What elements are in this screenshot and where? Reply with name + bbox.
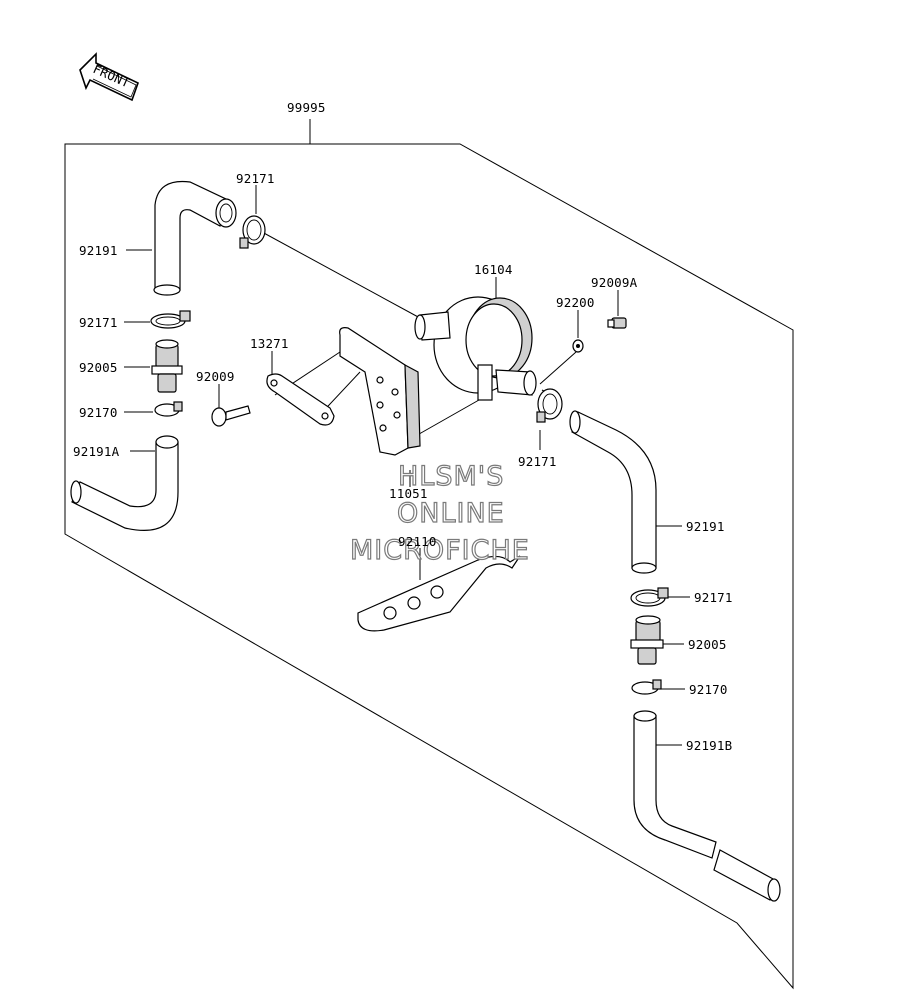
fitting-left <box>151 339 183 393</box>
watermark: HLSM'S ONLINE MICROFICHE <box>349 460 530 566</box>
callout-washer: 92200 <box>556 295 595 310</box>
callout-bracket-lower: 92110 <box>398 534 437 549</box>
callout-clamp-right-small: 92170 <box>689 682 728 697</box>
callout-fitting-left: 92005 <box>79 360 118 375</box>
screw-small <box>607 317 627 329</box>
callout-screw-small: 92009A <box>591 275 638 290</box>
watermark-line-2: ONLINE <box>397 498 505 529</box>
fitting-right <box>630 615 664 665</box>
callout-clamp-right-upper: 92171 <box>518 454 557 469</box>
callout-fitting-right: 92005 <box>688 637 727 652</box>
hose-right-upper <box>569 410 657 574</box>
callout-hose-right-upper: 92191 <box>686 519 725 534</box>
clamp-right-upper <box>536 388 563 423</box>
hose-right-lower <box>633 710 781 902</box>
watermark-line-3: MICROFICHE <box>350 535 530 566</box>
hose-left-lower <box>70 435 179 531</box>
callout-bolt: 92009 <box>196 369 235 384</box>
front-arrow-icon: FRONT <box>79 52 139 102</box>
callout-clamp-left-1: 92171 <box>79 315 118 330</box>
callout-clamp-top: 92171 <box>236 171 275 186</box>
bolt <box>211 405 251 427</box>
callout-hose-right-lower: 92191B <box>686 738 732 753</box>
bracket-lower <box>357 555 521 632</box>
callout-clamp-right-lower: 92171 <box>694 590 733 605</box>
clamp-left <box>150 310 191 329</box>
watermark-line-1: HLSM'S <box>398 461 504 492</box>
clamp-top <box>239 215 266 249</box>
hose-top-left <box>153 180 237 296</box>
clamp-right-small <box>631 679 662 695</box>
bracket-main <box>339 327 421 456</box>
callout-valve: 16104 <box>474 262 513 277</box>
plate <box>266 373 335 426</box>
clamp-left-small <box>154 401 183 417</box>
callout-hose-left-lower: 92191A <box>73 444 120 459</box>
callout-clamp-left-small: 92170 <box>79 405 118 420</box>
callout-bracket-main: 11051 <box>389 486 428 501</box>
valve <box>414 296 537 401</box>
callout-assembly: 99995 <box>287 100 326 115</box>
callout-plate: 13271 <box>250 336 289 351</box>
assembly-boundary <box>64 143 794 990</box>
washer <box>572 339 584 353</box>
clamp-right-lower <box>630 587 669 607</box>
callout-hose-top-left: 92191 <box>79 243 118 258</box>
